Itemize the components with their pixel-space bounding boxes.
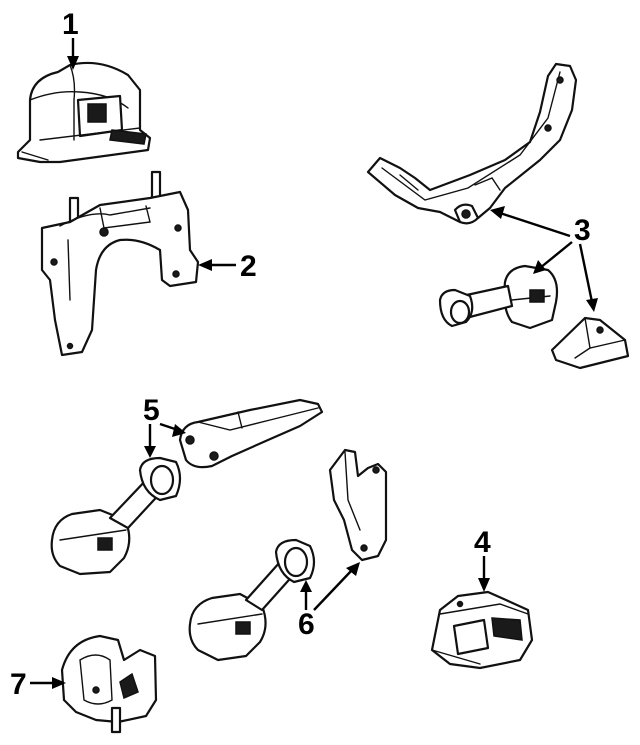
part-3-torque-strut xyxy=(438,264,559,330)
callout-1: 1 xyxy=(62,8,79,70)
callout-2-label: 2 xyxy=(240,250,257,283)
callout-7: 7 xyxy=(10,668,66,701)
part-5-bracket xyxy=(178,398,324,469)
part-3-rear-bracket xyxy=(366,62,578,225)
callout-1-label: 1 xyxy=(62,8,79,41)
part-2-mount-bracket xyxy=(40,170,200,357)
part-6-torque-rod xyxy=(188,538,316,662)
callout-4-label: 4 xyxy=(474,526,491,559)
callout-4: 4 xyxy=(474,526,491,592)
callout-5-label: 5 xyxy=(143,394,160,427)
part-5-torque-rod xyxy=(50,456,182,576)
callout-3: 3 xyxy=(490,206,598,312)
callout-5: 5 xyxy=(143,394,186,458)
callout-6-label: 6 xyxy=(298,608,315,641)
callout-7-label: 7 xyxy=(10,668,27,701)
part-7-small-bracket xyxy=(60,634,158,734)
part-1-engine-mount xyxy=(16,61,152,164)
callout-2: 2 xyxy=(198,250,257,283)
callout-6: 6 xyxy=(298,562,360,641)
part-3-wedge-bracket xyxy=(550,316,630,370)
callout-3-label: 3 xyxy=(574,214,591,247)
part-4-mount-insulator xyxy=(430,590,534,670)
part-6-link-bracket xyxy=(328,448,388,562)
